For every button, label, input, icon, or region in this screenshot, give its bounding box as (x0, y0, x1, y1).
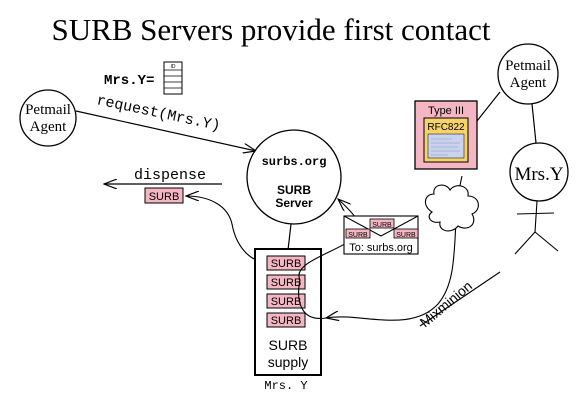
surb-server: surbs.org SURB Server (246, 129, 342, 225)
right-petmail-agent: Petmail Agent (497, 43, 559, 105)
diagram-title: SURB Servers provide first contact (51, 12, 490, 47)
envelope: SURB SURB SURB To: surbs.org (343, 215, 419, 255)
surb-supply-box: SURB SURB SURB SURB SURB supply (254, 248, 322, 376)
right-agent-line1: Petmail (505, 58, 551, 74)
mrs-y-person: Mrs.Y (509, 142, 569, 255)
supply-surb-1-label: SURB (271, 258, 302, 270)
server-line2: Server (275, 196, 313, 210)
supply-surb-1 (266, 255, 306, 271)
mixminion-line (419, 271, 501, 327)
request-label: request(Mrs.Y) (95, 92, 222, 135)
mixminion-label: Mixminion (417, 278, 476, 331)
id-card-label: ID (171, 64, 176, 70)
rfc822-body (427, 133, 465, 159)
left-agent-line2: Agent (30, 119, 67, 135)
rfc822-label: RFC822 (427, 122, 465, 133)
person-right-leg (534, 231, 559, 252)
left-petmail-agent: Petmail Agent (19, 89, 77, 147)
server-line1: SURB (277, 183, 311, 197)
supply-surb-2 (266, 274, 306, 290)
envelope-to: To: surbs.org (349, 242, 413, 254)
supply-surb-4 (266, 312, 306, 328)
server-supply-link (287, 223, 292, 251)
network-cloud-icon (424, 184, 479, 232)
dispense-label: dispense (134, 167, 206, 184)
dispensed-surb-label: SURB (149, 191, 180, 203)
supply-owner: Mrs. Y (264, 379, 307, 393)
id-card-icon: ID (163, 61, 183, 95)
type3-message: Type III RFC822 (414, 100, 478, 170)
envelope-surb-left-label: SURB (348, 232, 368, 239)
envelope-surb-top-label: SURB (372, 222, 392, 229)
person-body (534, 200, 538, 233)
server-domain: surbs.org (262, 155, 327, 169)
person-left-leg (514, 231, 536, 255)
left-agent-line1: Petmail (25, 102, 71, 118)
person-arms (516, 212, 555, 215)
surb-dispense-curve (186, 196, 267, 263)
right-agent-line2: Agent (510, 75, 547, 91)
envelope-surb-top (369, 218, 395, 229)
supply-surb-3 (266, 293, 306, 309)
person-label: Mrs.Y (514, 164, 563, 185)
request-arrow (75, 110, 256, 151)
nym-label: Mrs.Y= (104, 73, 154, 89)
supply-line2: supply (268, 354, 308, 370)
type3-label: Type III (428, 105, 464, 117)
dispensed-surb-token: SURB (144, 187, 184, 204)
envelope-surb-right-label: SURB (396, 232, 416, 239)
envelope-surb-left (345, 228, 371, 239)
supply-surb-4-label: SURB (271, 315, 302, 327)
supply-line1: SURB (269, 337, 308, 353)
supply-surb-2-label: SURB (271, 277, 302, 289)
agent-person-link (531, 103, 537, 144)
agent-type3-link (476, 91, 501, 122)
envelope-surb-right (393, 228, 419, 239)
supply-surb-3-label: SURB (271, 296, 302, 308)
